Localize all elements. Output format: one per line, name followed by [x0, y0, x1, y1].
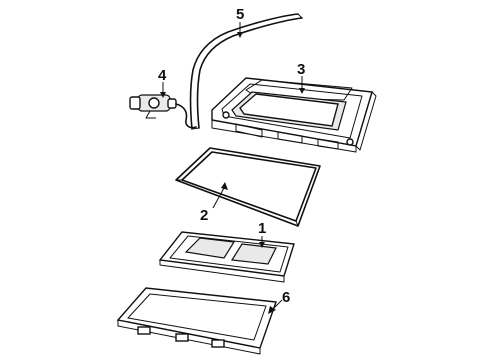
- part-6-sunshade: [116, 287, 277, 355]
- leader-lines: [160, 22, 305, 314]
- part-2-seal: [175, 147, 321, 227]
- callout-4: 4: [158, 67, 167, 84]
- callout-5: 5: [236, 6, 244, 23]
- part-4-motor: [129, 94, 197, 129]
- callout-6: 6: [282, 289, 290, 306]
- part-5-weatherstrip: [189, 13, 303, 130]
- part-3-housing-frame: [211, 77, 377, 153]
- callout-1: 1: [258, 220, 266, 237]
- callout-2: 2: [200, 207, 208, 224]
- part-1-glass-panel: [158, 231, 295, 283]
- callout-3: 3: [297, 61, 305, 78]
